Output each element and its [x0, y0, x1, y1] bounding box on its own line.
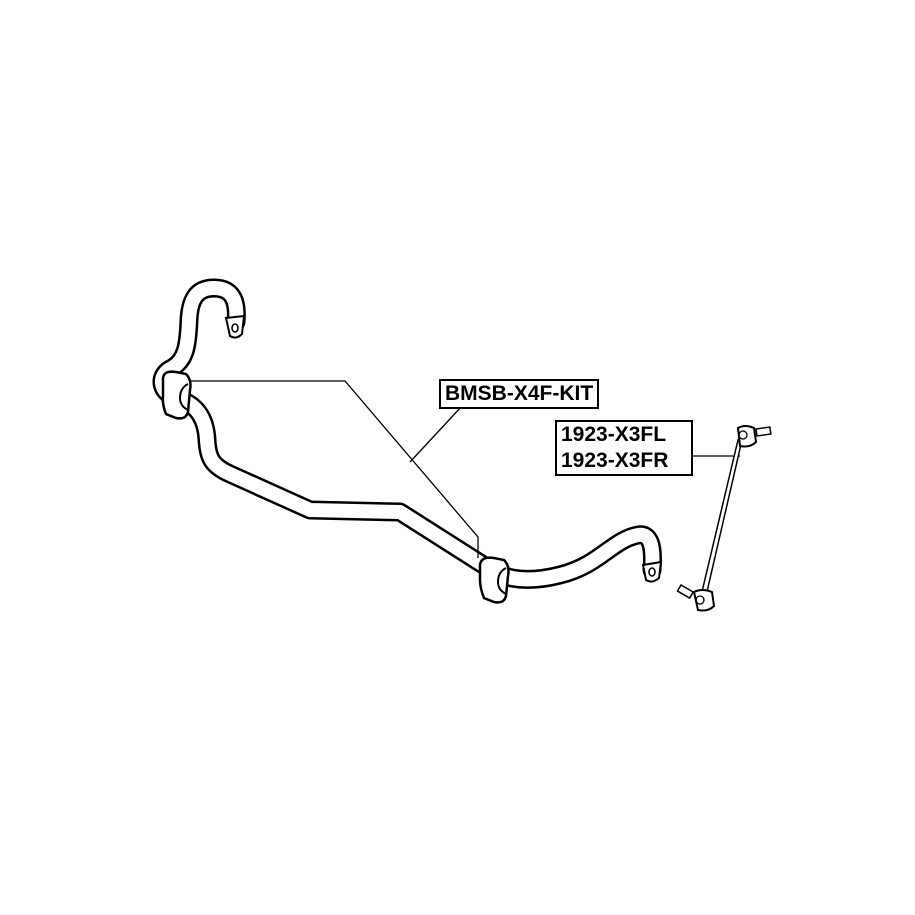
part-number: BMSB-X4F-KIT [445, 382, 594, 405]
part-label-stabilizer-link: 1923-X3FL 1923-X3FR [555, 420, 693, 476]
bushing-left [161, 370, 192, 420]
bushing-right [478, 556, 510, 604]
part-label-bushing-kit: BMSB-X4F-KIT [439, 379, 600, 409]
stabilizer-link [676, 425, 772, 612]
bar-end-eye-right [641, 560, 663, 583]
part-number-right: 1923-X3FR [561, 449, 669, 472]
bar-end-eye-left [224, 314, 246, 339]
stabilizer-bar [152, 278, 662, 589]
part-number-left: 1923-X3FL [561, 423, 667, 446]
